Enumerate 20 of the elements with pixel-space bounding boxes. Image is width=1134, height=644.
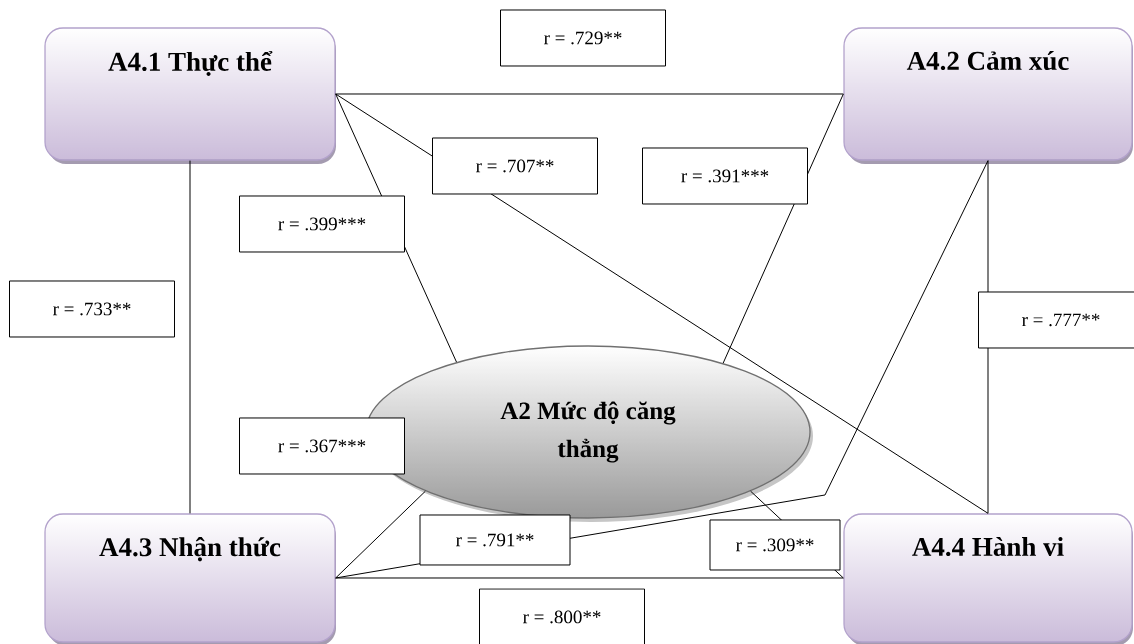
connector-line [335,490,426,579]
edge-label: r = .391*** [642,147,808,205]
edge-label: r = .399*** [239,195,405,253]
connector-line [335,93,844,95]
category-box: A4.3 Nhận thức [44,513,336,644]
connector-line [335,93,989,514]
edge-label: r = .367*** [239,417,405,475]
edge-label: r = .777** [978,291,1134,349]
connector-line [335,577,844,579]
category-box: A4.2 Cảm xúc [843,27,1133,164]
edge-label: r = .309** [709,519,841,571]
category-box: A4.1 Thực thể [44,27,336,164]
edge-label: r = .791** [419,514,571,566]
edge-label: r = .733** [9,280,175,338]
edge-label: r = .707** [432,137,598,195]
edge-label: r = .729** [500,9,666,67]
connector-line [722,93,844,364]
connector-line [189,160,191,514]
edge-label: r = .800** [479,588,645,644]
category-box: A4.4 Hành vi [843,513,1133,644]
